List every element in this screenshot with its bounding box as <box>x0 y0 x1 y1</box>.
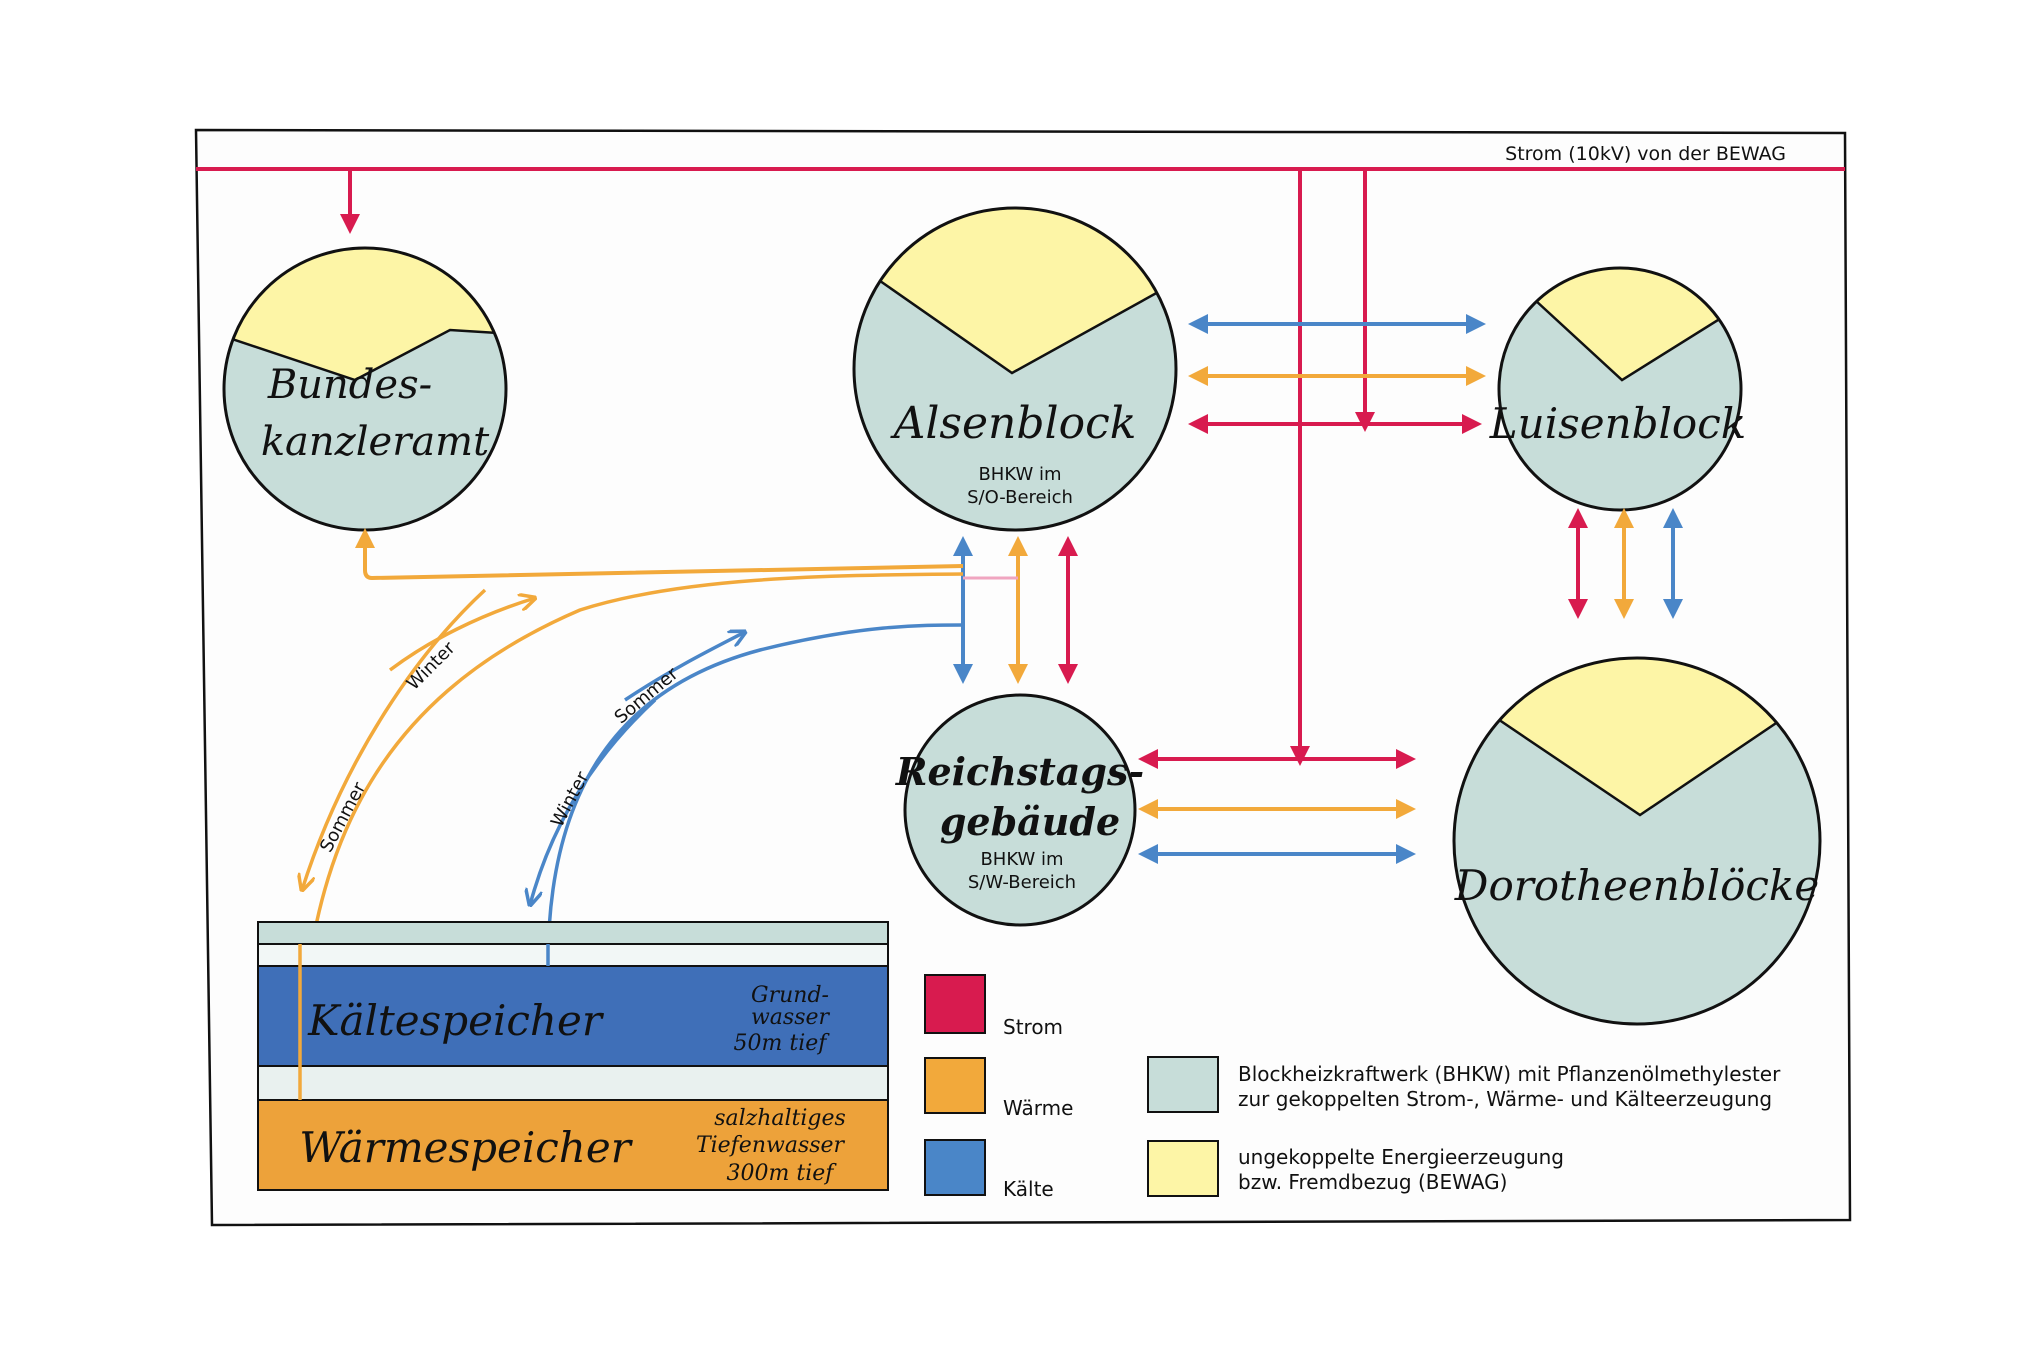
heat-winter-arrow <box>388 598 535 672</box>
main-power-line: Strom (10kV) von der BEWAG <box>196 143 1845 171</box>
legend-external-line2: bzw. Fremdbezug (BEWAG) <box>1238 1170 1507 1194</box>
heat-storage-note2: Tiefenwasser <box>696 1133 846 1158</box>
heat-line-bundeskanzleramt <box>355 528 964 581</box>
cold-storage-name: Kältespeicher <box>307 996 605 1045</box>
legend-external-line1: ungekoppelte Energieerzeugung <box>1238 1145 1564 1169</box>
arrows-alsen-luisen <box>1188 314 1486 434</box>
arrows-alsen-reichstag <box>953 536 1078 684</box>
legend: Strom Wärme Kälte Blockheizkraftwerk (BH… <box>924 974 1781 1201</box>
luisenblock-name: Luisenblock <box>1489 399 1746 448</box>
cold-storage-note1: Grund- <box>751 983 829 1008</box>
cold-winter-arrow <box>530 698 657 905</box>
power-line-label: Strom (10kV) von der BEWAG <box>1505 143 1786 165</box>
reichstag-line1: Reichstags- <box>895 749 1144 794</box>
legend-swatch-external <box>1147 1140 1219 1197</box>
bundeskanzleramt-line2: kanzleramt <box>261 419 490 465</box>
legend-label-waerme: Wärme <box>1003 1096 1073 1120</box>
bundeskanzleramt-line1: Bundes- <box>267 362 432 408</box>
seasonal-flows <box>298 572 964 1099</box>
heat-storage-note3: 300m tief <box>727 1161 838 1186</box>
cold-store-flow <box>546 623 964 966</box>
cold-storage-layer <box>257 965 889 1067</box>
legend-swatch-bhkw <box>1147 1056 1219 1113</box>
node-reichstag: Reichstags- gebäude BHKW im S/W-Bereich <box>895 693 1144 927</box>
legend-label-strom: Strom <box>1003 1015 1063 1039</box>
cold-storage-note2: wasser <box>751 1005 831 1030</box>
node-alsenblock: Alsenblock BHKW im S/O-Bereich <box>852 206 1178 532</box>
dorotheen-name: Dorotheenblöcke <box>1454 861 1819 910</box>
reichstag-sub1: BHKW im <box>980 849 1063 870</box>
heat-storage-note1: salzhaltiges <box>714 1106 846 1131</box>
legend-swatch-kaelte <box>924 1139 986 1196</box>
heat-store-flow <box>298 572 964 1099</box>
node-bundeskanzleramt: Bundes- kanzleramt <box>222 246 508 532</box>
alsenblock-sub1: BHKW im <box>978 464 1061 485</box>
arrows-reichstag-dorotheen <box>1138 749 1416 864</box>
storage-layers <box>257 921 889 1191</box>
legend-swatch-waerme <box>924 1057 986 1114</box>
node-luisenblock: Luisenblock <box>1489 266 1746 512</box>
reichstag-sub2: S/W-Bereich <box>968 872 1076 893</box>
reichstag-line2: gebäude <box>940 799 1120 844</box>
arrows-luisen-dorotheen <box>1568 508 1683 619</box>
cold-summer-arrow <box>624 632 745 702</box>
legend-label-kaelte: Kälte <box>1003 1177 1054 1201</box>
heat-summer-arrow <box>302 588 487 890</box>
cold-storage-note3: 50m tief <box>734 1031 831 1056</box>
alsenblock-sub2: S/O-Bereich <box>967 487 1073 508</box>
legend-swatch-strom <box>924 974 986 1034</box>
legend-bhkw-line1: Blockheizkraftwerk (BHKW) mit Pflanzenöl… <box>1238 1062 1781 1086</box>
alsenblock-name: Alsenblock <box>890 398 1137 449</box>
heat-storage-layer <box>257 1099 889 1191</box>
heat-storage-name: Wärmespeicher <box>299 1123 633 1172</box>
legend-bhkw-line2: zur gekoppelten Strom-, Wärme- und Kälte… <box>1238 1087 1772 1111</box>
